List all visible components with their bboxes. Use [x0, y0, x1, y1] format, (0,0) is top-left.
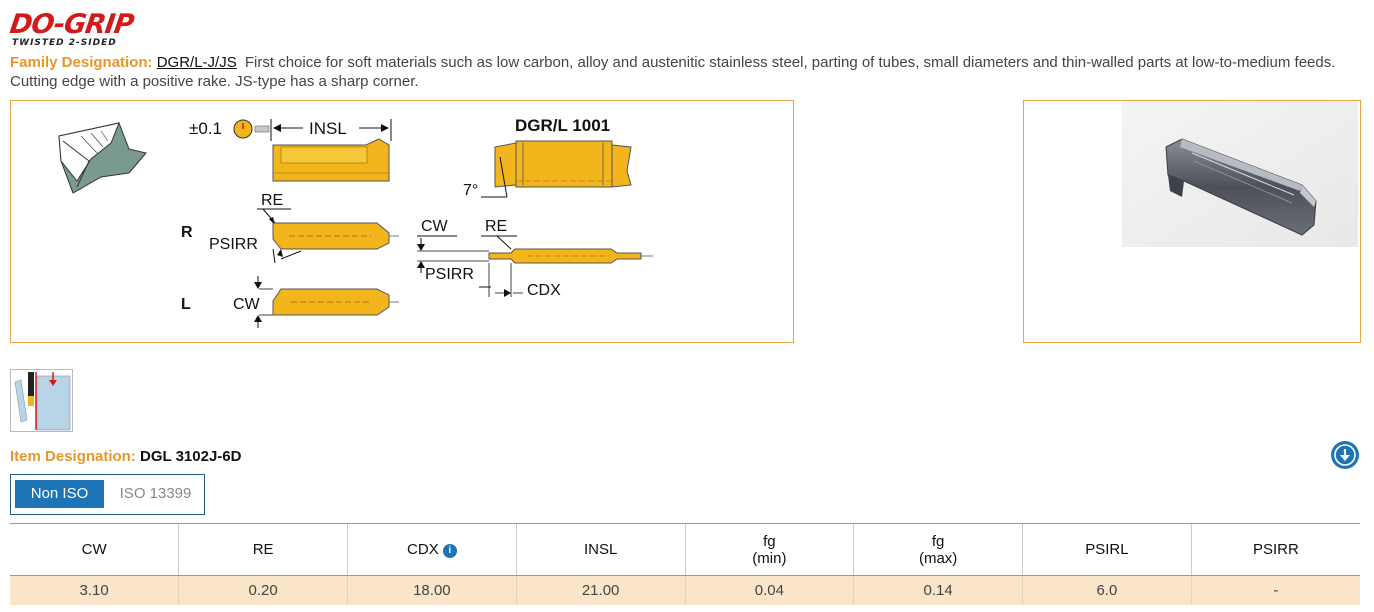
- column-header-fg-min: fg(min): [684, 523, 854, 576]
- item-designation: Item Designation: DGL 3102J-6D: [10, 448, 241, 465]
- re-label-front: RE: [485, 218, 507, 235]
- download-icon: [1334, 444, 1356, 466]
- cell-re: 0.20: [178, 575, 348, 605]
- l-type-label: L: [181, 296, 191, 313]
- cell-cw: 3.10: [10, 575, 179, 605]
- grooving-operation-icon: [10, 369, 73, 432]
- cell-fg-max: 0.14: [853, 575, 1023, 605]
- insl-label: INSL: [309, 119, 347, 138]
- product-photo-panel: [1023, 100, 1361, 343]
- column-header-cw: CW: [10, 523, 179, 576]
- cdx-label: CDX: [527, 282, 561, 299]
- tolerance-label: ±0.1: [189, 119, 222, 138]
- family-designation: Family Designation: DGR/L-J/JS First cho…: [10, 53, 1340, 91]
- family-label: Family Designation:: [10, 54, 153, 71]
- cell-psirr: -: [1190, 575, 1360, 605]
- technical-drawing-panel: ±0.1 INSL DGR/L 1001 7° R RE: [10, 100, 794, 343]
- r-type-label: R: [181, 224, 193, 241]
- brand-subtitle: TWISTED 2-SIDED: [12, 38, 117, 48]
- insert-dimensions-drawing: ±0.1 INSL DGR/L 1001 7° R RE: [58, 116, 653, 328]
- cw-label-l: CW: [233, 296, 261, 313]
- psirr-label-r: PSIRR: [209, 236, 258, 253]
- model-label: DGR/L 1001: [515, 116, 610, 135]
- angle-label: 7°: [463, 182, 478, 199]
- insert-photo-image: [1122, 101, 1358, 247]
- psirr-label-front: PSIRR: [425, 266, 474, 283]
- family-code-link[interactable]: DGR/L-J/JS: [156, 54, 237, 71]
- column-header-psirl: PSIRL: [1022, 523, 1192, 576]
- cell-psirl: 6.0: [1022, 575, 1192, 605]
- column-header-psirr: PSIRR: [1190, 523, 1360, 576]
- tab-iso-13399[interactable]: ISO 13399: [119, 485, 192, 502]
- column-header-insl: INSL: [515, 523, 685, 576]
- column-header-re: RE: [178, 523, 348, 576]
- item-label: Item Designation:: [10, 448, 136, 465]
- brand-logo: DO-GRIP TWISTED 2-SIDED: [7, 9, 136, 48]
- re-label-r: RE: [261, 192, 283, 209]
- table-row: 3.10 0.20 18.00 21.00 0.04 0.14 6.0 -: [10, 575, 1360, 605]
- item-value: DGL 3102J-6D: [140, 448, 242, 465]
- cw-label-front: CW: [421, 218, 449, 235]
- grooving-illustration: [58, 122, 147, 194]
- family-description: First choice for soft materials such as …: [10, 54, 1336, 90]
- info-icon[interactable]: i: [442, 544, 457, 558]
- cell-fg-min: 0.04: [684, 575, 854, 605]
- brand-name: DO-GRIP: [7, 9, 136, 40]
- tab-non-iso[interactable]: Non ISO: [15, 480, 104, 508]
- standard-tabs: Non ISO ISO 13399: [10, 474, 205, 515]
- download-button[interactable]: [1331, 441, 1359, 469]
- column-header-fg-max: fg(max): [853, 523, 1023, 576]
- cell-cdx: 18.00: [347, 575, 517, 605]
- cell-insl: 21.00: [515, 575, 685, 605]
